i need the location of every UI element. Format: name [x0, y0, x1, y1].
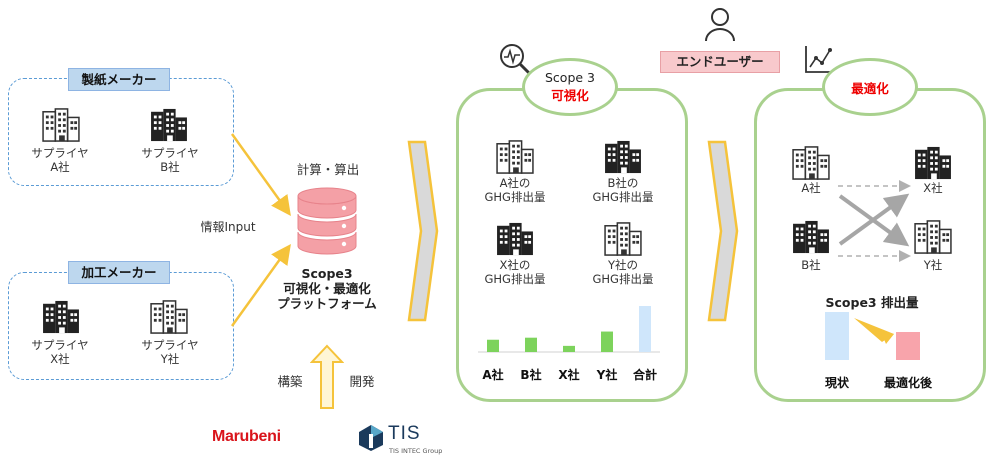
tis-logo-sub: TIS INTEC Group [389, 447, 443, 455]
bar [896, 332, 920, 360]
tis-logo-text: TIS [388, 423, 421, 444]
reduction-arrowhead [880, 330, 894, 344]
info-input-arrows [230, 133, 291, 327]
bar [601, 331, 613, 352]
optimize-oval: 最適化 [822, 58, 918, 116]
bar [563, 345, 575, 352]
processing-maker-title: 加工メーカー [68, 261, 170, 284]
tis-logo-icon [359, 425, 383, 451]
line-chart-icon [805, 46, 832, 73]
building-outline-icon [496, 140, 534, 174]
scope3-visualize-oval: Scope 3 可視化 [522, 58, 618, 116]
bar-label: 現状 [825, 375, 850, 390]
bar [487, 339, 499, 352]
opt-chart-title: Scope3 排出量 [825, 295, 919, 310]
database-icon [297, 187, 357, 255]
bar-label: A社 [482, 367, 503, 382]
develop-label: 開発 [349, 374, 375, 389]
chevron-arrow-2 [707, 140, 739, 322]
build-label: 構築 [277, 374, 303, 389]
end-user-label: エンドユーザー [660, 51, 780, 73]
paper-maker-title: 製紙メーカー [68, 68, 170, 91]
building-outline-icon [42, 108, 80, 142]
building-outline-icon [150, 300, 188, 334]
building-solid-icon [42, 300, 80, 334]
building-solid-icon [792, 220, 830, 254]
opt-b-label: B社 [801, 258, 821, 272]
up-arrow [310, 344, 344, 409]
bar-label: Y社 [596, 367, 618, 382]
user-icon [705, 8, 735, 42]
chevron-arrow-1 [407, 140, 439, 322]
building-solid-icon [150, 108, 188, 142]
building-outline-icon [914, 220, 952, 254]
calc-label: 計算・算出 [296, 162, 360, 177]
supplier-swap-arrows [838, 180, 911, 262]
opt-a-label: A社 [801, 181, 821, 195]
info-input-label: 情報Input [200, 220, 256, 234]
building-solid-icon [604, 140, 642, 174]
bar [639, 306, 651, 352]
bar-label: B社 [520, 367, 541, 382]
building-outline-icon [792, 146, 830, 180]
bar-label: 合計 [633, 367, 657, 382]
opt-x-label: X社 [923, 181, 943, 195]
optimize-bar-chart: 現状 最適化後 [825, 312, 933, 390]
bar [825, 312, 849, 360]
bar-label: X社 [558, 367, 579, 382]
platform-name: Scope3 可視化・最適化 プラットフォーム [277, 266, 377, 311]
visualize-bar-chart: A社 B社 X社 Y社合計 [478, 306, 660, 382]
bar [525, 337, 537, 352]
building-outline-icon [604, 222, 642, 256]
building-solid-icon [496, 222, 534, 256]
building-solid-icon [914, 146, 952, 180]
marubeni-logo: Marubeni [212, 428, 281, 445]
bar-label: 最適化後 [884, 375, 933, 390]
opt-y-label: Y社 [923, 258, 943, 272]
